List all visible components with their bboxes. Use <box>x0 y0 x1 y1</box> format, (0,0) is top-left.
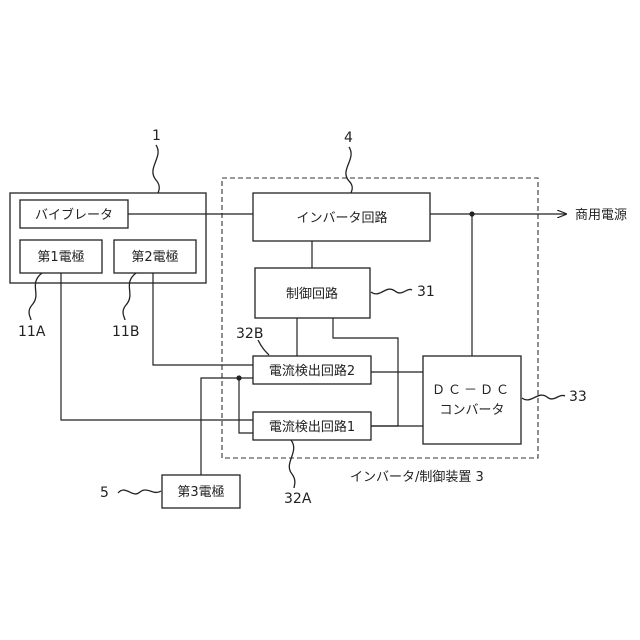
wire-electrode3-detect <box>201 378 253 475</box>
wire-electrode1-detect1 <box>61 273 253 420</box>
leader-4 <box>346 147 352 193</box>
current-detect2-label: 電流検出回路2 <box>269 363 355 379</box>
leader-1 <box>153 145 159 193</box>
ref-32A: 32A <box>284 491 312 507</box>
electrode3-label: 第3電極 <box>177 484 224 500</box>
enclosure-label: インバータ/制御装置 3 <box>350 470 484 485</box>
ref-32B: 32B <box>236 326 263 342</box>
ref-31: 31 <box>417 284 435 300</box>
dcdc-converter-box <box>423 356 521 444</box>
commercial-power-label: 商用電源 <box>575 208 627 223</box>
control-circuit-label: 制御回路 <box>286 286 338 302</box>
dcdc-label-line1: ＤＣ－ＤＣ <box>432 383 512 398</box>
ref-11A: 11A <box>18 324 46 340</box>
leader-32B <box>258 340 269 355</box>
dcdc-label-line2: コンバータ <box>439 403 504 418</box>
ref-1: 1 <box>152 128 161 144</box>
leader-5 <box>118 490 161 494</box>
electrode2-label: 第2電極 <box>131 249 178 265</box>
leader-31 <box>371 289 412 294</box>
wire-electrode2-detect2 <box>153 273 253 365</box>
leader-32A <box>289 440 295 488</box>
ref-4: 4 <box>344 130 353 146</box>
electrode1-label: 第1電極 <box>37 249 84 265</box>
vibrator-label: バイブレータ <box>35 207 113 223</box>
leader-33 <box>522 395 565 400</box>
inverter-circuit-label: インバータ回路 <box>296 210 387 226</box>
ref-11B: 11B <box>112 324 139 340</box>
ref-33: 33 <box>569 389 587 405</box>
wire-electrode3-detect1 <box>239 378 253 433</box>
ref-5: 5 <box>100 485 109 501</box>
current-detect1-label: 電流検出回路1 <box>269 419 355 435</box>
